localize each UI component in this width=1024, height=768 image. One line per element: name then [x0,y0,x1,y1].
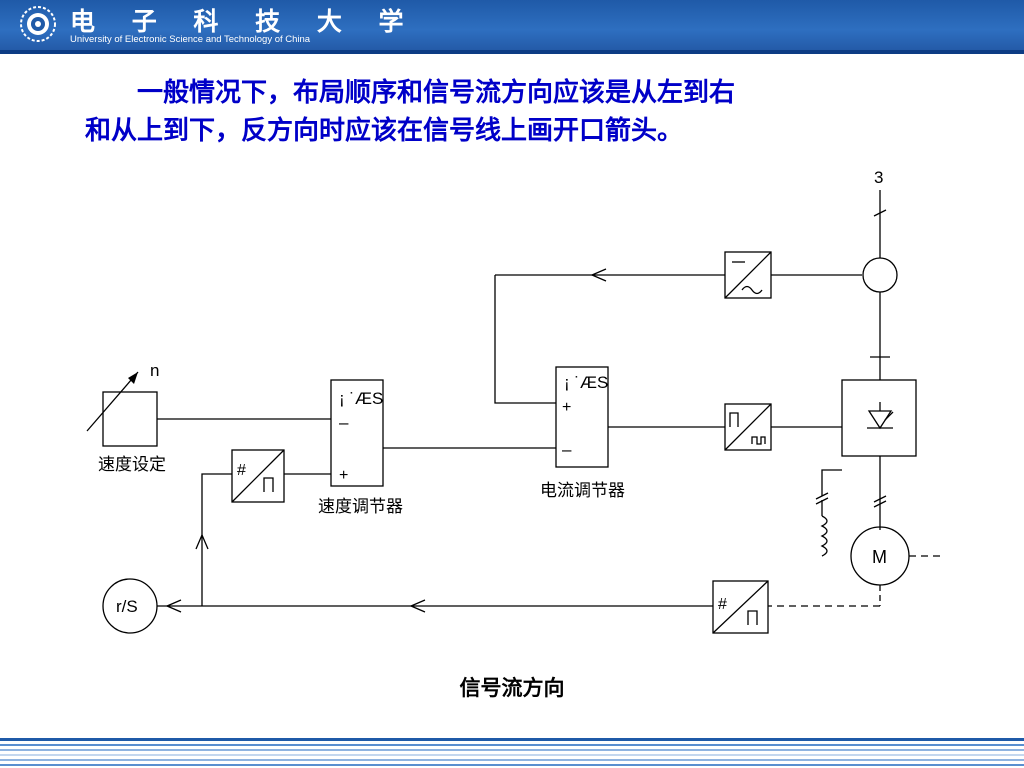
power-tick-2b [873,500,887,508]
current-reg-minus: – [562,440,572,459]
field-coil [820,515,828,557]
speed-setting-arrow [86,371,139,432]
tacho-label: r/S [116,597,138,616]
thyristor-icon [867,410,893,430]
open-arrow-current-fb [590,268,607,282]
body-text: 一般情况下，布局顺序和信号流方向应该是从左到右 和从上到下，反方向时应该在信号线… [85,74,955,150]
university-name-cn: 电 子 科 技 大 学 [70,7,418,36]
n-label: n [150,361,159,380]
speed-reg-minus: – [339,413,349,432]
supply-label: 3 [874,168,883,187]
speed-feedback-converter [231,449,285,503]
speed-conv-glyph: # [237,462,246,479]
field-wire [821,469,842,496]
speed-reg-glyph: ¡ ˙ÆS [339,389,383,408]
thyristor-converter [841,379,917,457]
current-reg-glyph: ¡ ˙ÆS [564,373,608,392]
motor-label: M [872,547,887,567]
body-line-1: 一般情况下，布局顺序和信号流方向应该是从左到右 [85,78,736,108]
open-arrow-speed-fb-up [195,533,209,550]
tacho-converter [712,580,769,634]
speed-setting-box [102,391,158,447]
feedback-conv-glyph: # [718,596,727,613]
speed-setting-label: 速度设定 [98,455,166,475]
header-divider [0,50,1024,54]
open-arrow-tacho-end [165,599,182,613]
header-bar: 电 子 科 技 大 学 University of Electronic Sci… [0,0,1024,50]
body-line-2: 和从上到下，反方向时应该在信号线上画开口箭头。 [85,116,684,146]
current-sensor [862,257,898,293]
university-emblem-icon [20,6,56,42]
current-reg-label: 电流调节器 [540,481,625,501]
open-arrow-tacho [409,599,426,613]
university-name-en: University of Electronic Science and Tec… [70,34,311,45]
power-tick-2a [873,495,887,503]
current-regulator [555,366,609,468]
footer-lines [0,738,1024,766]
speed-regulator [330,379,384,487]
field-tick-a [815,492,829,500]
supply-tick [873,209,887,217]
speed-reg-label: 速度调节器 [318,497,403,517]
speed-reg-plus: + [339,467,348,484]
tachometer [102,578,158,634]
current-reg-plus: + [562,399,571,416]
diagram-caption: 信号流方向 [459,676,565,700]
